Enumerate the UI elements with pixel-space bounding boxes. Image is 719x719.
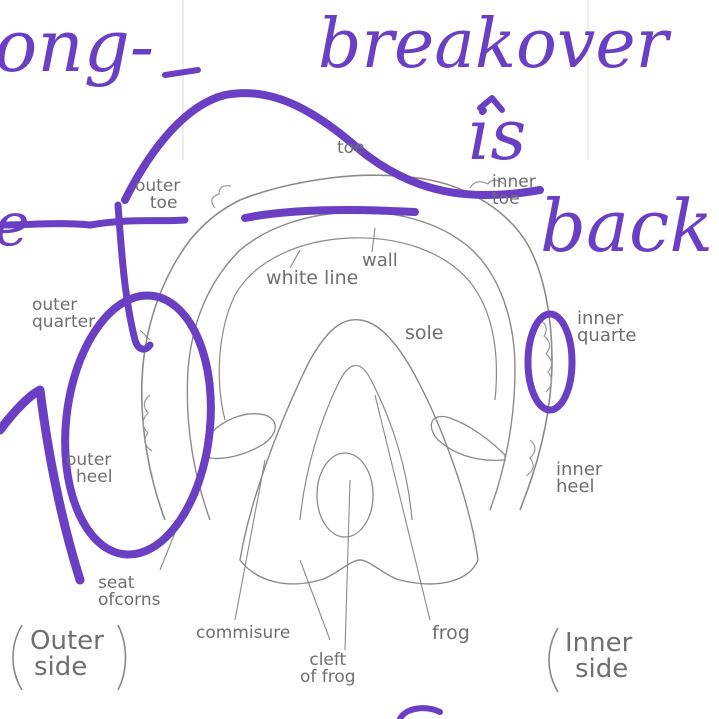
label-cleft-of-frog: cleft of frog <box>300 652 356 686</box>
label-white-line: white line <box>266 270 358 287</box>
label-outer-heel: outer heel <box>66 452 112 486</box>
label-seat-of-corns: seat ofcorns <box>98 575 160 609</box>
bottom-fragment <box>400 708 440 719</box>
label-outer-toe: outer toe <box>135 178 180 212</box>
annotation-is: is <box>468 100 526 170</box>
label-sole: sole <box>405 325 444 342</box>
inner-hoof-wall <box>187 212 515 520</box>
label-outer-quarter-line2: quarter <box>32 314 95 331</box>
cleft-of-frog-shape <box>317 453 373 537</box>
outer-side-paren <box>13 625 22 690</box>
toe-marker-line <box>245 210 415 218</box>
label-inner-quarter-line2: quarte <box>577 327 636 344</box>
label-inner-heel: inner heel <box>556 461 602 495</box>
outer-side-paren-close <box>118 625 126 690</box>
outer-heel-bar <box>205 414 275 459</box>
x-mark <box>90 205 185 349</box>
label-wall: wall <box>362 252 398 269</box>
white-line <box>219 238 496 420</box>
label-inner-heel-line2: heel <box>556 478 602 495</box>
label-inner-side-line2: side <box>575 656 632 682</box>
label-inner-quarter: inner quarte <box>577 310 636 344</box>
label-cleft-line2: of frog <box>300 669 356 686</box>
label-outer-quarter: outer quarter <box>32 297 95 331</box>
label-inner-toe: inner toe <box>492 174 536 208</box>
label-outer-side-line1: Outer <box>30 628 104 654</box>
annotation-back: back <box>540 190 713 262</box>
label-toe: toe <box>337 140 365 157</box>
label-frog: frog <box>432 625 470 642</box>
label-inner-side: Inner side <box>565 630 632 682</box>
label-outer-heel-line2: heel <box>76 469 112 486</box>
annotation-long: ong- <box>0 10 154 82</box>
label-outer-side: Outer side <box>30 628 104 680</box>
label-inner-side-line1: Inner <box>565 630 632 656</box>
pointer-lines <box>140 228 430 650</box>
label-outer-toe-line2: toe <box>147 195 180 212</box>
label-commisure: commisure <box>196 625 290 642</box>
inner-side-paren <box>549 628 558 692</box>
label-seat-of-corns-line2: ofcorns <box>98 592 160 609</box>
annotation-breakover: breakover <box>318 10 668 80</box>
inner-heel-bar <box>431 417 505 461</box>
annotation-fragment-left: e <box>0 195 30 255</box>
label-outer-side-line2: side <box>34 654 104 680</box>
frog-outline <box>240 320 478 584</box>
label-inner-toe-line2: toe <box>492 191 536 208</box>
long-dash <box>165 70 198 75</box>
